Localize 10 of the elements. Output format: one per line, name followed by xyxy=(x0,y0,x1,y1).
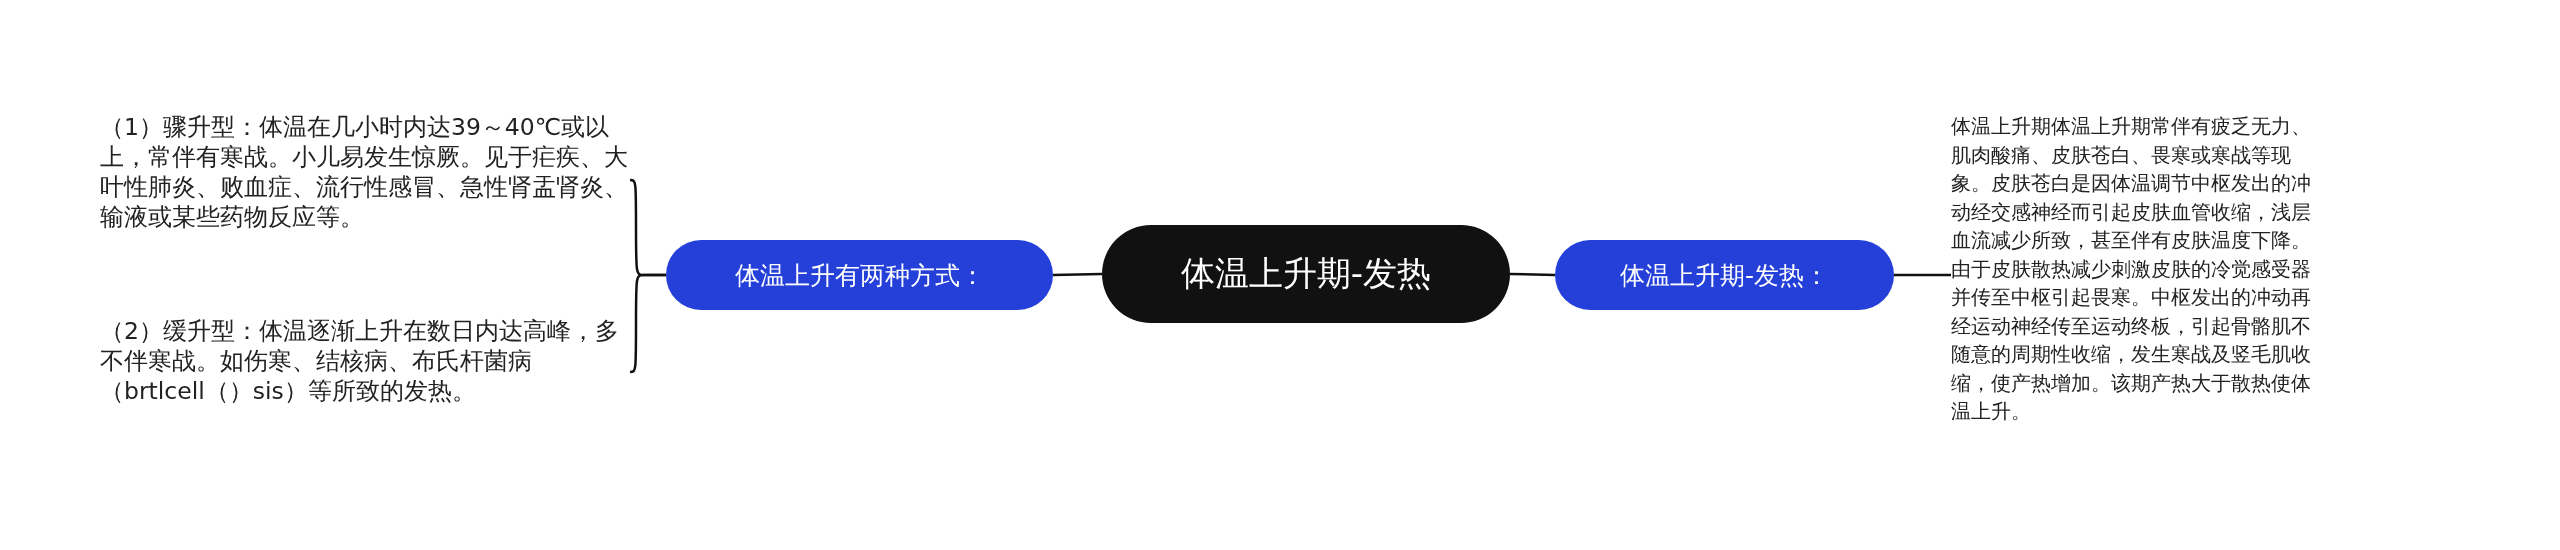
note-text: （2）缓升型：体温逐渐上升在数日内达高峰，多不伴寒战。如伤寒、结核病、布氏杆菌病（brtlcell（）sis）等所致的发热。 xyxy=(100,317,619,405)
topic-pill: 体温上升期-发热： xyxy=(1555,240,1894,310)
connector-line xyxy=(1894,273,1951,277)
topic-pill: 体温上升有两种方式： xyxy=(666,240,1053,310)
note-text: （1）骤升型：体温在几小时内达39～40℃或以上，常伴有寒战。小儿易发生惊厥。见于疟疾、大叶性肺炎、败血症、流行性感冒、急性肾盂肾炎、输液或某些药物反应等。 xyxy=(100,113,628,231)
connector-line xyxy=(629,273,666,374)
note-text: 体温上升期体温上升期常伴有疲乏无力、肌肉酸痛、皮肤苍白、畏寒或寒战等现象。皮肤苍白是因体温调节中枢发出的冲动经交感神经而引起皮肤血管收缩，浅层血流减少所致，甚至伴有皮肤温度下降。由于皮肤散热减少刺激皮肤的冷觉感受器并传至中枢引起畏寒。中枢发出的冲动再经运动神经传至运动终板，引起骨骼肌不随意的周期性收缩，发生寒战及竖毛肌收缩，使产热增加。该期产热大于散热使体温上升。 xyxy=(1951,114,2311,423)
connector-line xyxy=(1052,272,1103,277)
central-topic: 体温上升期-发热 xyxy=(1102,225,1510,323)
connector-line xyxy=(1509,272,1556,277)
